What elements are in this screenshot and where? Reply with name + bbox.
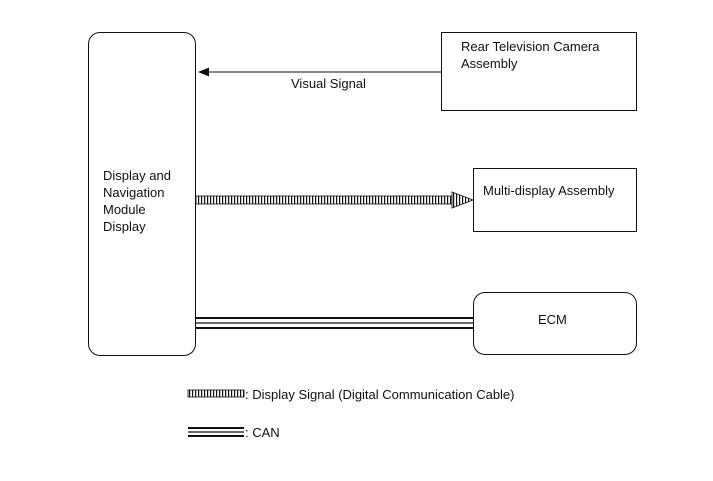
multi-display-box <box>473 168 637 232</box>
legend-display-signal-symbol <box>187 389 245 398</box>
display-signal-cable <box>195 191 475 209</box>
ecm-label: ECM <box>538 312 567 327</box>
multi-display-label: Multi-display Assembly <box>483 183 615 198</box>
can-bus-line <box>196 317 474 329</box>
visual-signal-arrow <box>198 67 441 77</box>
legend-display-signal-text: : Display Signal (Digital Communication … <box>245 387 515 402</box>
visual-signal-label: Visual Signal <box>291 76 366 91</box>
ecm-box <box>473 292 637 355</box>
display-navigation-module-label: Display and Navigation Module Display <box>103 168 171 234</box>
rear-camera-label: Rear Television Camera Assembly <box>461 39 600 71</box>
display-navigation-module-box <box>88 32 196 356</box>
legend-can-symbol <box>188 427 244 437</box>
rear-camera-box <box>441 32 637 111</box>
legend-can-text: : CAN <box>245 425 280 440</box>
